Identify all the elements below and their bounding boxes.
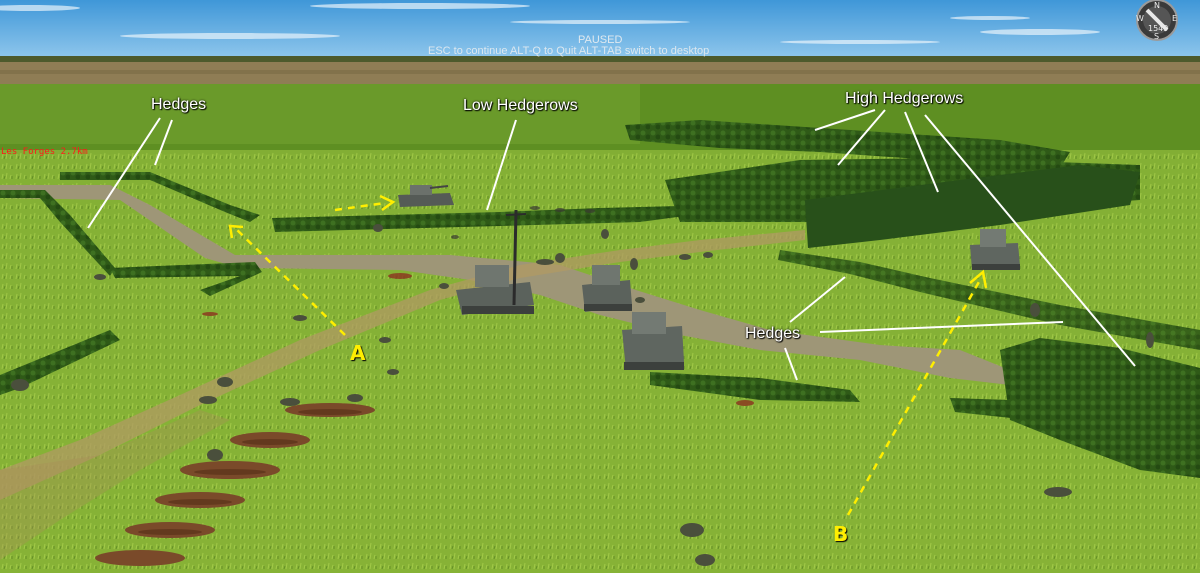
paused-title: PAUSED <box>578 34 623 46</box>
compass-north: N <box>1154 1 1160 10</box>
hedge-left-row <box>110 262 262 296</box>
tank-center[interactable] <box>582 265 632 312</box>
hedge-lower-middle <box>650 372 860 402</box>
compass-south: S <box>1154 32 1160 41</box>
hedge-left-upper <box>60 172 260 222</box>
marker-b: B <box>833 522 849 546</box>
high-hedgerow-front <box>805 165 1140 248</box>
label-high-hedgerows: High Hedgerows <box>845 90 964 107</box>
paused-hint: ESC to continue ALT-Q to Quit ALT-TAB sw… <box>428 45 710 57</box>
tank-distant[interactable] <box>398 185 454 207</box>
path-arrows <box>234 201 982 516</box>
compass-dial <box>1136 0 1178 41</box>
telegraph-pole <box>505 209 527 306</box>
compass-heading: 1549 <box>1148 24 1169 33</box>
place-marker: Les Forges 2.7km <box>1 147 88 157</box>
high-hedgerow-right <box>1000 338 1200 478</box>
clouds <box>0 3 1100 44</box>
compass[interactable]: N E W 1549 S <box>1133 0 1181 48</box>
tank-center-front[interactable] <box>622 312 684 370</box>
hedge-right-row <box>778 250 1200 350</box>
compass-east: E <box>1172 14 1178 23</box>
annotation-lines <box>87 109 1136 381</box>
infantry-squads[interactable] <box>11 224 1154 566</box>
label-hedges-right: Hedges <box>745 325 801 342</box>
shell-craters <box>202 273 754 406</box>
label-hedges-left: Hedges <box>151 96 207 113</box>
compass-west: W <box>1136 14 1144 23</box>
horizon-tree-line <box>0 56 1200 64</box>
marker-a: A <box>350 341 366 365</box>
tank-right[interactable] <box>970 229 1020 270</box>
arrowheads <box>228 194 988 289</box>
hedge-left-diagonal <box>0 190 115 276</box>
label-low-hedgerows: Low Hedgerows <box>463 97 578 114</box>
hedge-left-stub <box>0 330 120 395</box>
